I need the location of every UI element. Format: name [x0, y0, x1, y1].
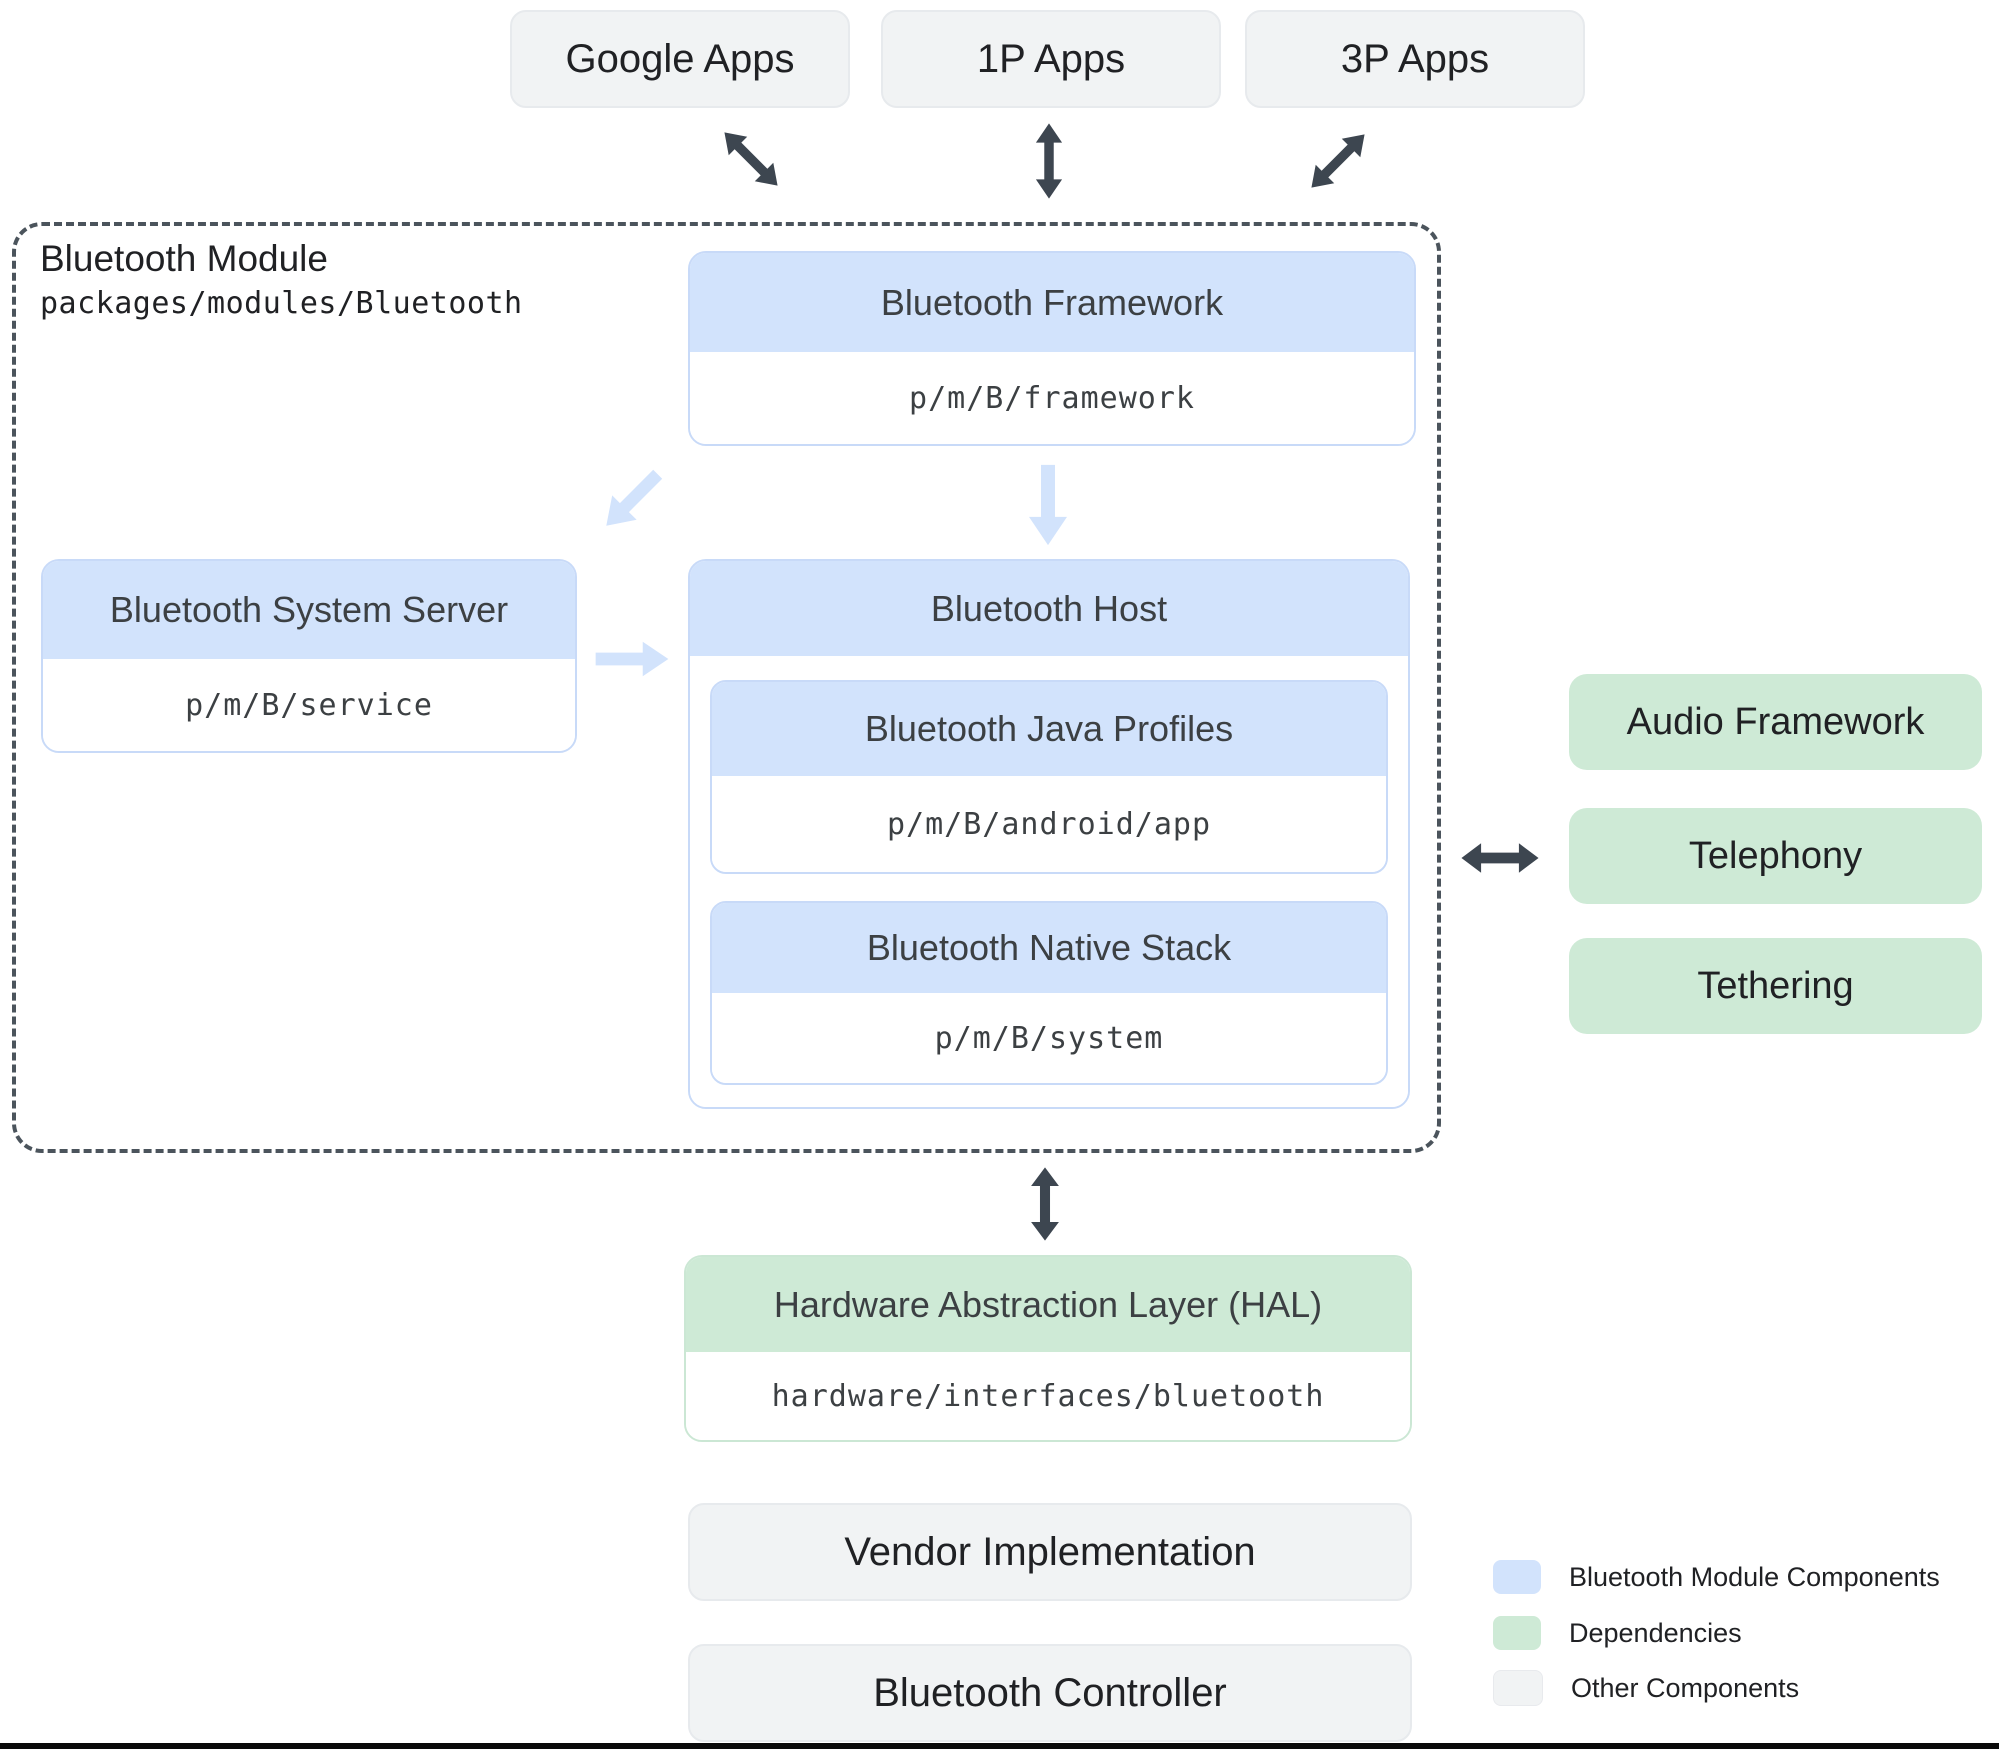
double-arrow-icon-1p-apps — [1035, 123, 1063, 199]
legend-label-dependencies: Dependencies — [1569, 1617, 1742, 1648]
bluetooth-java-profiles-title: Bluetooth Java Profiles — [712, 682, 1386, 776]
bottom-edge-line — [0, 1743, 1999, 1749]
card-bluetooth-host: Bluetooth Host Bluetooth Java Profiles p… — [688, 559, 1410, 1109]
box-audio-framework: Audio Framework — [1569, 674, 1982, 770]
double-arrow-icon-3p-apps — [1311, 134, 1365, 188]
bluetooth-module-caption: Bluetooth Module packages/modules/Blueto… — [40, 236, 523, 321]
arrow-down-left-icon-framework-to-system-server — [606, 469, 663, 526]
legend-row-other-components: Other Components — [1493, 1670, 1799, 1706]
bluetooth-module-path: packages/modules/Bluetooth — [40, 286, 523, 322]
double-arrow-icon-hal — [1031, 1167, 1059, 1241]
bluetooth-module-container — [12, 222, 1441, 1153]
double-arrow-icon-google-apps — [724, 132, 778, 186]
box-telephony: Telephony — [1569, 808, 1982, 904]
box-tethering: Tethering — [1569, 938, 1982, 1034]
legend-label-module-components: Bluetooth Module Components — [1569, 1561, 1940, 1592]
legend-row-module-components: Bluetooth Module Components — [1493, 1560, 1940, 1594]
bluetooth-framework-path: p/m/B/framework — [690, 352, 1414, 444]
legend-swatch-blue — [1493, 1560, 1541, 1594]
bluetooth-module-title: Bluetooth Module — [40, 238, 328, 279]
legend-swatch-gray — [1493, 1670, 1543, 1706]
bluetooth-native-stack-title: Bluetooth Native Stack — [712, 903, 1386, 993]
bluetooth-system-server-path: p/m/B/service — [43, 659, 575, 751]
bluetooth-java-profiles-path: p/m/B/android/app — [712, 776, 1386, 872]
arrow-right-icon-system-server-to-host — [595, 641, 669, 677]
card-bluetooth-system-server: Bluetooth System Server p/m/B/service — [41, 559, 577, 753]
arrow-down-icon-framework-to-host — [1029, 464, 1067, 546]
double-arrow-icon-dependencies — [1461, 843, 1539, 873]
box-1p-apps: 1P Apps — [881, 10, 1221, 108]
legend-swatch-green — [1493, 1616, 1541, 1650]
legend-label-other-components: Other Components — [1571, 1672, 1800, 1703]
hal-path: hardware/interfaces/bluetooth — [686, 1352, 1410, 1440]
card-bluetooth-native-stack: Bluetooth Native Stack p/m/B/system — [710, 901, 1388, 1085]
bluetooth-system-server-title: Bluetooth System Server — [43, 561, 575, 659]
legend-row-dependencies: Dependencies — [1493, 1616, 1742, 1650]
box-bluetooth-controller: Bluetooth Controller — [688, 1644, 1412, 1742]
card-bluetooth-java-profiles: Bluetooth Java Profiles p/m/B/android/ap… — [710, 680, 1388, 874]
box-vendor-implementation: Vendor Implementation — [688, 1503, 1412, 1601]
box-google-apps: Google Apps — [510, 10, 850, 108]
card-bluetooth-framework: Bluetooth Framework p/m/B/framework — [688, 251, 1416, 446]
hal-title: Hardware Abstraction Layer (HAL) — [686, 1257, 1410, 1352]
bluetooth-host-body: Bluetooth Java Profiles p/m/B/android/ap… — [690, 656, 1408, 1107]
bluetooth-framework-title: Bluetooth Framework — [690, 253, 1414, 352]
card-hal: Hardware Abstraction Layer (HAL) hardwar… — [684, 1255, 1412, 1442]
bluetooth-native-stack-path: p/m/B/system — [712, 993, 1386, 1083]
bluetooth-host-title: Bluetooth Host — [690, 561, 1408, 656]
box-3p-apps: 3P Apps — [1245, 10, 1585, 108]
